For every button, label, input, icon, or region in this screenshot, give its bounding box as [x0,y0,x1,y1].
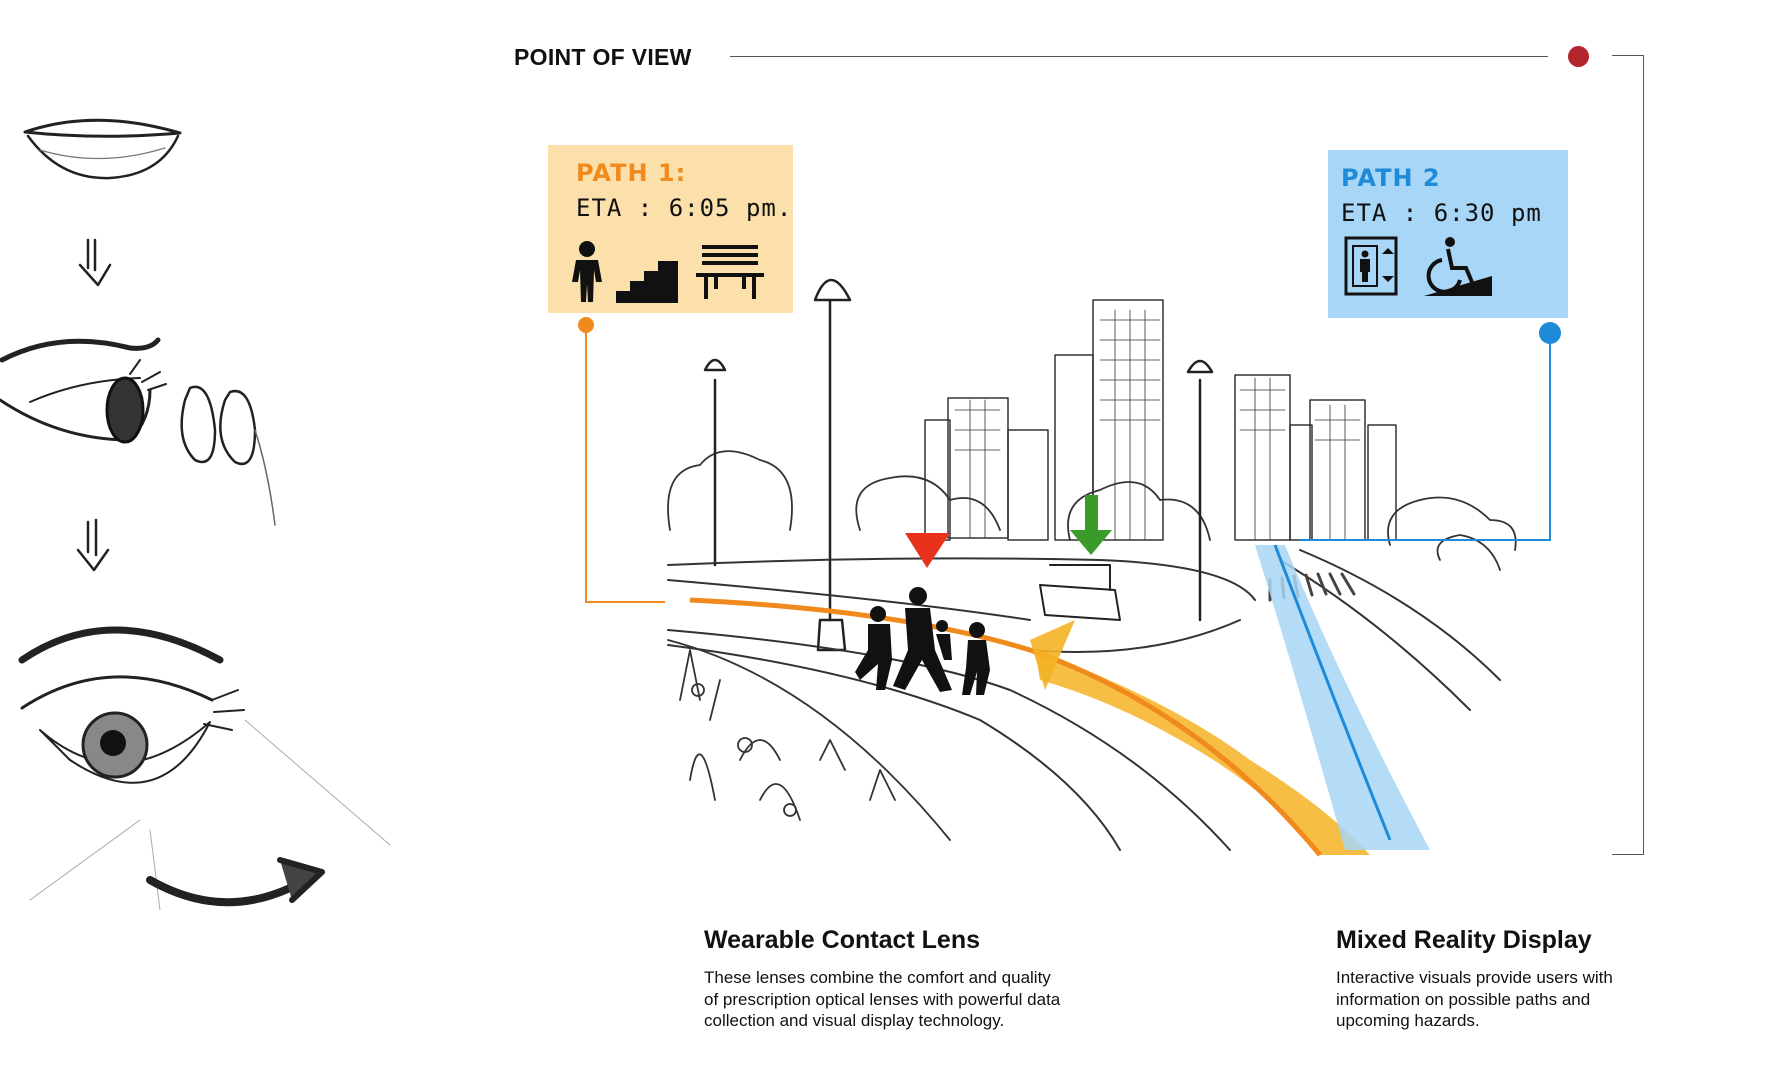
path-1-arrow [1030,620,1075,690]
path-1-orange-band [1035,650,1370,855]
arrow-down-2 [76,518,110,572]
city-skyline [924,299,1397,541]
page-title: POINT OF VIEW [514,44,692,70]
street-lamps [703,278,1214,652]
destination-marker [1070,495,1112,555]
caption-title-mixed-reality: Mixed Reality Display [1336,926,1592,954]
path-1-card[interactable]: PATH 1: ETA : 6:05 pm. [548,145,793,313]
path-1-eta: ETA : 6:05 pm. [576,194,793,222]
pedestrians [855,587,990,695]
person-walking-icon [572,241,602,302]
bench [1039,564,1121,621]
path-1-orange-line [689,597,1322,857]
path-1-connector [585,325,665,603]
accent-dot [1568,46,1589,67]
eye-with-lens-sketch [0,337,276,526]
caption-body-mixed-reality: Interactive visuals provide users with i… [1336,968,1613,1030]
bracket-side [1643,55,1644,855]
curved-arrow-sketch [146,857,325,907]
foliage [667,639,951,841]
bracket-top [1612,55,1644,56]
path-2-label: PATH 2 [1341,164,1441,192]
path-1-label: PATH 1: [576,159,687,187]
path-2-dot [1539,322,1561,344]
wheelchair-ramp-icon [1424,237,1492,296]
caption-title-contact-lens: Wearable Contact Lens [704,926,981,954]
path-2-eta: ETA : 6:30 pm [1341,199,1542,227]
contact-lens-sketch [23,118,182,180]
bracket-bottom [1612,854,1644,855]
path-2-blue-line [1273,544,1392,841]
bench-icon [696,245,764,299]
path-2-card[interactable]: PATH 2 ETA : 6:30 pm [1328,150,1568,318]
arrow-down-1 [78,238,112,287]
walkway-lines [667,549,1501,851]
caption-body-contact-lens: These lenses combine the comfort and qua… [704,968,1061,1030]
elevator-icon [1344,236,1398,296]
stairs-icon [616,261,678,303]
trees [667,450,1517,571]
path-2-blue-band [1255,545,1430,850]
eye-sketch [18,626,391,911]
path-1-dot [578,317,594,333]
title-divider [730,56,1548,57]
hazard-marker [905,533,950,568]
path-2-connector [1300,333,1551,541]
